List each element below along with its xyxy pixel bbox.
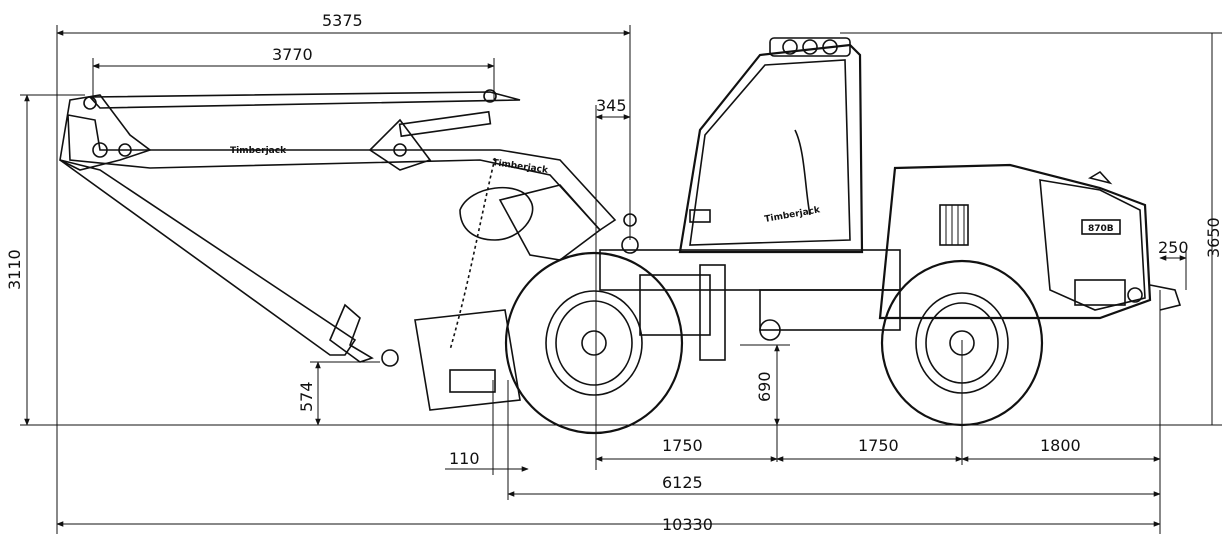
front-wheel <box>504 251 684 435</box>
dim-3110: 3110 <box>5 249 24 290</box>
chassis <box>381 249 901 411</box>
cab-brand-label: Timberjack <box>764 205 822 225</box>
dim-1750-front: 1750 <box>662 436 703 455</box>
dim-1750-rear: 1750 <box>858 436 899 455</box>
dim-3650: 3650 <box>1204 217 1222 258</box>
dimension-lines <box>20 25 1222 534</box>
boom-brand-label: Timberjack <box>230 146 287 156</box>
cab: Timberjack <box>678 37 864 254</box>
dim-574: 574 <box>297 381 316 412</box>
dim-345: 345 <box>596 96 627 115</box>
dim-690: 690 <box>755 371 774 402</box>
crane-boom: Timberjack Timberjack <box>59 89 639 363</box>
dim-6125: 6125 <box>662 473 703 492</box>
dim-1800: 1800 <box>1040 436 1081 455</box>
dim-250: 250 <box>1158 238 1189 257</box>
dim-10330: 10330 <box>662 515 713 534</box>
rear-wheel <box>880 259 1044 427</box>
model-plate-label: 870B <box>1088 224 1114 234</box>
engine-hood: 870B <box>878 163 1182 320</box>
arm-brand-label: Timberjack <box>492 158 550 176</box>
dim-3770: 3770 <box>272 45 313 64</box>
dim-5375: 5375 <box>322 11 363 30</box>
dim-110: 110 <box>449 449 480 468</box>
